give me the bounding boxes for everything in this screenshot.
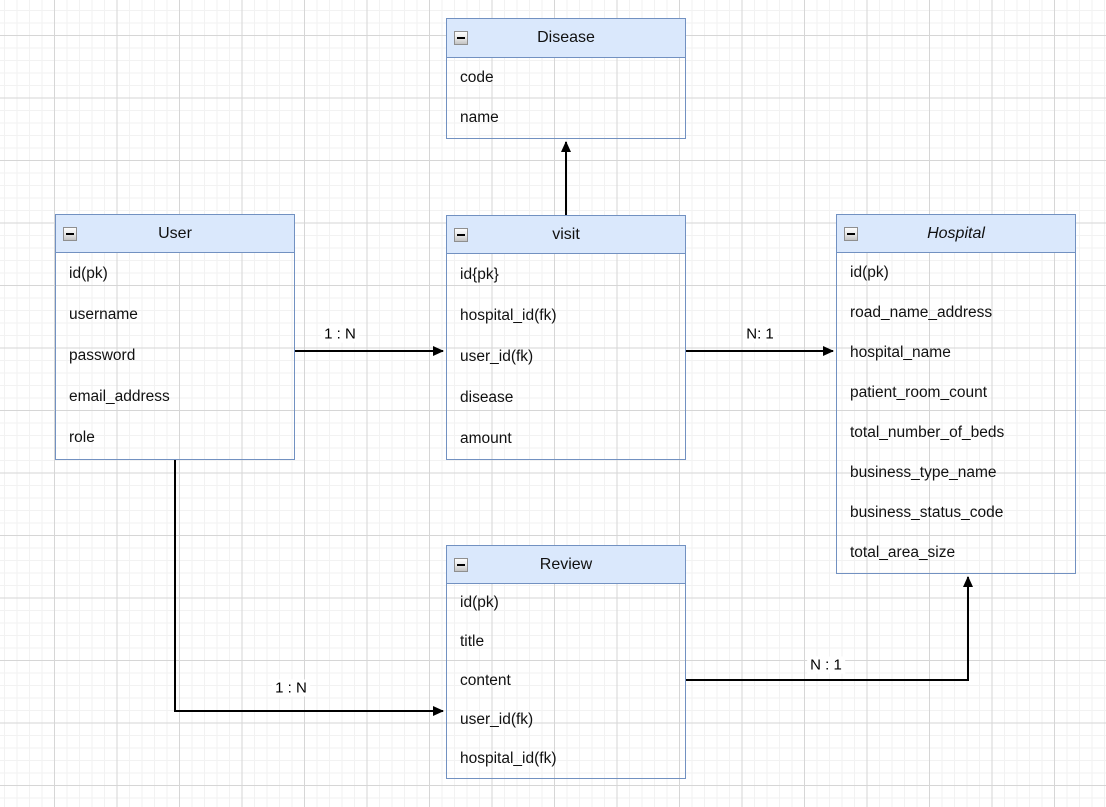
- connector-label-review-hospital[interactable]: N : 1: [807, 656, 845, 674]
- connector-label-visit-hospital[interactable]: N: 1: [743, 325, 777, 343]
- entity-title: Hospital: [927, 224, 985, 242]
- entity-title: User: [158, 224, 192, 242]
- collapse-minus-icon[interactable]: [63, 226, 77, 241]
- entity-header[interactable]: Review: [447, 546, 685, 584]
- attribute-row[interactable]: password: [69, 347, 136, 364]
- collapse-minus-icon[interactable]: [844, 226, 858, 241]
- attribute-row[interactable]: disease: [460, 388, 514, 406]
- attribute-row[interactable]: business_type_name: [850, 464, 997, 481]
- attribute-row[interactable]: amount: [460, 429, 512, 447]
- attribute-row[interactable]: user_id(fk): [460, 710, 534, 728]
- attribute-row[interactable]: user_id(fk): [460, 347, 534, 365]
- entity-review[interactable]: Review id(pk) title content user_id(fk)hospi…: [446, 545, 686, 779]
- attribute-row[interactable]: id(pk): [460, 594, 499, 612]
- attribute-row[interactable]: id(pk): [850, 264, 889, 281]
- attribute-row[interactable]: id(pk): [69, 264, 108, 282]
- entity-body: code name: [447, 58, 685, 138]
- attribute-row[interactable]: role: [69, 429, 95, 447]
- connector-user-review[interactable]: [174, 460, 444, 716]
- attribute-row[interactable]: hospital_id(fk): [460, 306, 557, 324]
- entity-title: visit: [552, 225, 580, 243]
- entity-title: Review: [539, 555, 593, 573]
- entity-body: id(pk) title content user_id(fk) hospital_id…: [447, 584, 685, 778]
- connector-label-user-review[interactable]: 1 : N: [272, 679, 310, 697]
- entity-header[interactable]: User: [56, 215, 294, 253]
- entity-header[interactable]: visit: [447, 216, 685, 254]
- connector-label-user-visit[interactable]: 1 : N: [321, 325, 359, 343]
- entity-header[interactable]: Disease: [447, 19, 685, 58]
- entity-disease[interactable]: Disease code name: [446, 18, 686, 139]
- attribute-row[interactable]: content: [460, 671, 511, 689]
- attribute-row[interactable]: code: [460, 69, 494, 86]
- attribute-row[interactable]: username: [69, 305, 138, 323]
- collapse-minus-icon[interactable]: [454, 557, 468, 572]
- collapse-minus-icon[interactable]: [454, 227, 468, 242]
- entity-body: id{pk} hospital_id(fk) user_id(fk)disease a…: [447, 254, 685, 459]
- attribute-row[interactable]: road_name_address: [850, 304, 993, 321]
- entity-title: Disease: [537, 29, 595, 46]
- attribute-row[interactable]: business_status_code: [850, 504, 1004, 521]
- attribute-row[interactable]: total_area_size: [850, 544, 956, 561]
- attribute-row[interactable]: hospital_name: [850, 344, 951, 361]
- attribute-row[interactable]: total_number_of_beds: [850, 424, 1005, 441]
- attribute-row[interactable]: email_address: [69, 388, 170, 406]
- attribute-row[interactable]: title: [460, 633, 485, 651]
- entity-hospital[interactable]: Hospital id(pk) road_name_address hospital_…: [836, 214, 1076, 574]
- attribute-row[interactable]: hospital_id(fk): [460, 749, 557, 767]
- entity-header[interactable]: Hospital: [837, 215, 1075, 253]
- attribute-row[interactable]: patient_room_count: [850, 384, 988, 401]
- attribute-row[interactable]: id{pk}: [460, 265, 499, 283]
- attribute-row[interactable]: name: [460, 109, 499, 126]
- collapse-minus-icon[interactable]: [454, 31, 468, 45]
- entity-visit[interactable]: visit id{pk} hospital_id(fk) user_id(fk)dis…: [446, 215, 686, 460]
